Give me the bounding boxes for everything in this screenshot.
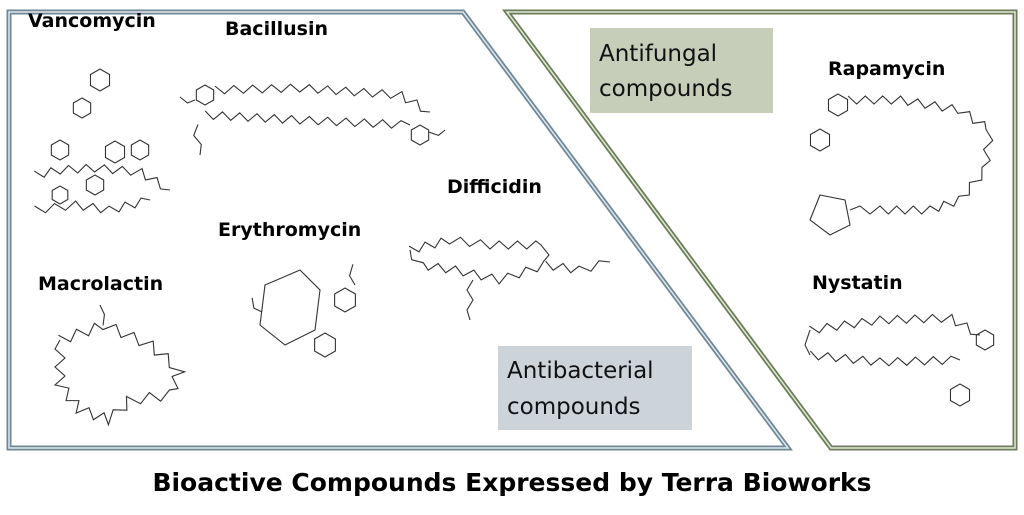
compound-name-rapamycin: Rapamycin [828,58,945,80]
difficidin-structure [408,236,611,321]
compound-name-nystatin: Nystatin [812,272,903,294]
antifungal-frame [502,9,1018,451]
nystatin-structure [804,313,995,407]
antifungal-label-line2: compounds [599,76,733,102]
antibacterial-label-line1: Antibacterial [507,358,654,384]
rapamycin-structure [809,93,994,236]
antibacterial-label-line2: compounds [507,394,641,420]
antibacterial-label: Antibacterial compounds [498,346,692,430]
compound-name-difficidin: Difficidin [447,176,542,198]
compound-name-macrolactin: Macrolactin [38,273,163,295]
antifungal-label-line1: Antifungal [599,41,717,67]
macrolactin-structure [53,304,187,427]
figure-title: Bioactive Compounds Expressed by Terra B… [152,468,871,497]
erythromycin-structure [251,264,356,358]
bacillusin-structure [179,83,446,156]
compound-name-bacillusin: Bacillusin [225,18,328,40]
compound-name-erythromycin: Erythromycin [218,219,361,241]
vancomycin-structure [33,68,171,214]
antifungal-label: Antifungal compounds [590,28,773,113]
compound-name-vancomycin: Vancomycin [28,10,156,32]
antibacterial-frame [6,9,793,451]
